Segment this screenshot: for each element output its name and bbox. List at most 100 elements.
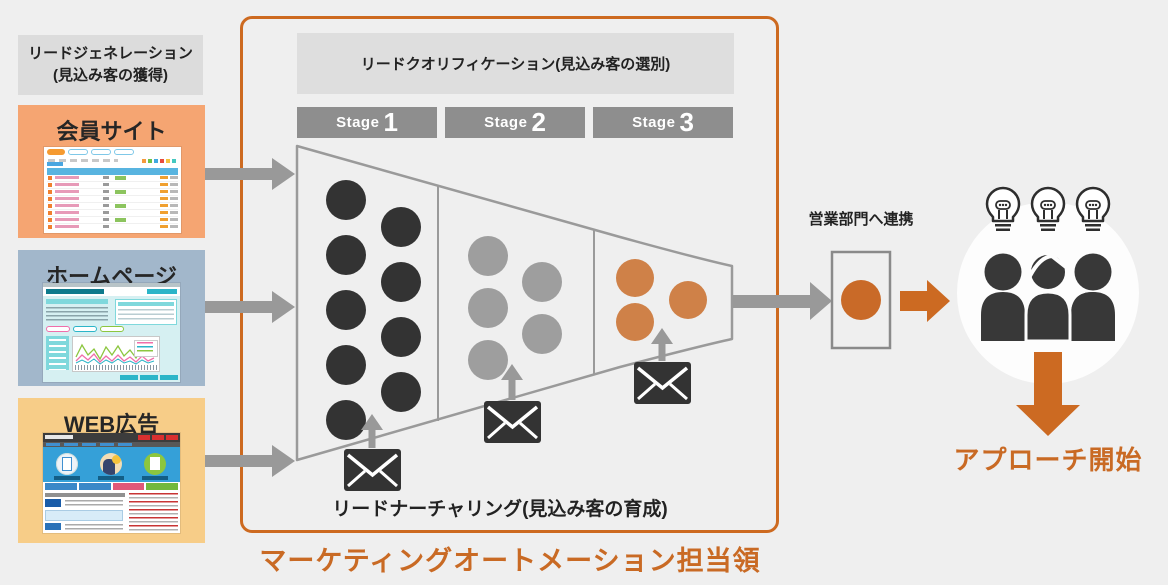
homepage-screenshot bbox=[43, 283, 180, 382]
screenshot-detail bbox=[100, 453, 122, 475]
screenshot-detail bbox=[45, 435, 73, 439]
arrow-handoff-to-sales-icon bbox=[900, 280, 950, 322]
web-ad-screenshot bbox=[43, 433, 180, 533]
lead-dot bbox=[326, 290, 366, 330]
handoff-lead-dot bbox=[841, 280, 881, 320]
screenshot-detail bbox=[68, 149, 88, 155]
mail-icon bbox=[344, 449, 401, 491]
source-box-web-ad: WEB広告 bbox=[18, 398, 205, 543]
screenshot-detail bbox=[75, 365, 157, 370]
stage-2-prefix: Stage bbox=[484, 114, 528, 131]
funnel-outline bbox=[295, 144, 734, 462]
lightbulb-icon bbox=[1075, 186, 1111, 231]
screenshot-detail bbox=[56, 453, 78, 475]
member-site-title: 会員サイト bbox=[56, 119, 167, 144]
marketing-automation-area-label: マーケティングオートメーション担当領域 bbox=[259, 546, 761, 576]
screenshot-detail bbox=[73, 326, 97, 332]
screenshot-detail bbox=[55, 176, 79, 229]
screenshot-toolbar bbox=[47, 149, 134, 156]
screenshot-nav bbox=[43, 442, 180, 447]
lead-generation-label-line2: (見込み客の獲得) bbox=[53, 67, 168, 84]
member-site-screenshot bbox=[44, 147, 181, 233]
arrow-up-icon bbox=[361, 414, 383, 448]
approach-start-label: アプローチ開始 bbox=[953, 445, 1143, 475]
screenshot-detail bbox=[78, 483, 111, 490]
stage-1-number: 1 bbox=[383, 107, 398, 137]
lead-dot bbox=[381, 207, 421, 247]
person-icon bbox=[981, 253, 1025, 341]
arrow-up-icon bbox=[501, 364, 523, 400]
screenshot-detail bbox=[47, 149, 65, 155]
stage-1-prefix: Stage bbox=[336, 114, 380, 131]
screenshot-header bbox=[43, 287, 180, 296]
stage-3-box: Stage 3 bbox=[593, 107, 733, 138]
screenshot-detail bbox=[48, 176, 52, 229]
stage-1-leads bbox=[326, 180, 421, 440]
screenshot-banner bbox=[43, 447, 180, 482]
lead-dot bbox=[616, 259, 654, 297]
lead-dot bbox=[669, 281, 707, 319]
screenshot-detail bbox=[120, 375, 138, 380]
screenshot-detail bbox=[103, 176, 109, 229]
screenshot-detail bbox=[46, 299, 108, 304]
arrow-homepage-to-funnel-icon bbox=[205, 291, 295, 323]
screenshot-detail bbox=[45, 499, 61, 507]
screenshot-detail bbox=[46, 307, 108, 322]
lead-dot bbox=[381, 372, 421, 412]
lead-dot bbox=[468, 340, 508, 380]
screenshot-detail bbox=[115, 176, 126, 229]
screenshot-detail bbox=[147, 289, 177, 294]
screenshot-detail bbox=[46, 326, 124, 332]
sales-handoff-label: 営業部門へ連携 bbox=[808, 211, 914, 228]
lead-dot bbox=[381, 317, 421, 357]
arrow-webad-to-funnel-icon bbox=[205, 445, 295, 477]
stage-2-number: 2 bbox=[531, 107, 546, 137]
mail-icon bbox=[484, 401, 541, 443]
lead-dot bbox=[522, 314, 562, 354]
arrow-down-approach-icon bbox=[1016, 352, 1080, 436]
arrow-up-icon bbox=[651, 328, 673, 361]
screenshot-detail bbox=[142, 159, 178, 163]
lead-dot bbox=[381, 262, 421, 302]
screenshot-detail bbox=[91, 149, 111, 155]
screenshot-detail bbox=[144, 453, 166, 475]
lead-generation-label-line1: リードジェネレーション bbox=[28, 45, 193, 63]
screenshot-detail bbox=[129, 493, 178, 531]
screenshot-detail bbox=[46, 289, 104, 294]
lead-dot bbox=[326, 180, 366, 220]
source-box-homepage: ホームページ bbox=[18, 250, 205, 386]
screenshot-detail bbox=[43, 482, 180, 491]
lightbulb-icon bbox=[1030, 186, 1066, 231]
screenshot-detail bbox=[138, 435, 150, 440]
screenshot-detail bbox=[46, 326, 70, 332]
screenshot-detail bbox=[98, 476, 124, 480]
screenshot-detail bbox=[142, 476, 168, 480]
screenshot-detail bbox=[146, 483, 178, 490]
lead-dot bbox=[326, 400, 366, 440]
screenshot-detail bbox=[166, 435, 178, 440]
lead-dot bbox=[616, 303, 654, 341]
screenshot-header bbox=[43, 433, 180, 442]
lead-dot bbox=[468, 236, 508, 276]
screenshot-detail bbox=[112, 483, 145, 490]
screenshot-detail bbox=[65, 500, 123, 506]
arrow-funnel-to-handoff-icon bbox=[733, 282, 832, 320]
screenshot-chart-legend bbox=[134, 340, 158, 357]
handoff-box bbox=[830, 250, 892, 350]
screenshot-table-header bbox=[47, 168, 178, 175]
screenshot-detail bbox=[43, 283, 180, 287]
lead-dot bbox=[468, 288, 508, 328]
screenshot-detail bbox=[160, 375, 178, 380]
screenshot-detail bbox=[65, 524, 123, 530]
screenshot-detail bbox=[120, 375, 178, 380]
screenshot-filters bbox=[47, 158, 178, 166]
stage-3-number: 3 bbox=[679, 107, 694, 137]
lead-dot bbox=[326, 345, 366, 385]
screenshot-line-chart bbox=[72, 336, 160, 372]
marketing-automation-area-border bbox=[240, 16, 779, 533]
mail-icon bbox=[634, 362, 691, 404]
screenshot-detail bbox=[114, 149, 134, 155]
arrow-member-to-funnel-icon bbox=[205, 158, 295, 190]
screenshot-detail bbox=[45, 483, 77, 490]
